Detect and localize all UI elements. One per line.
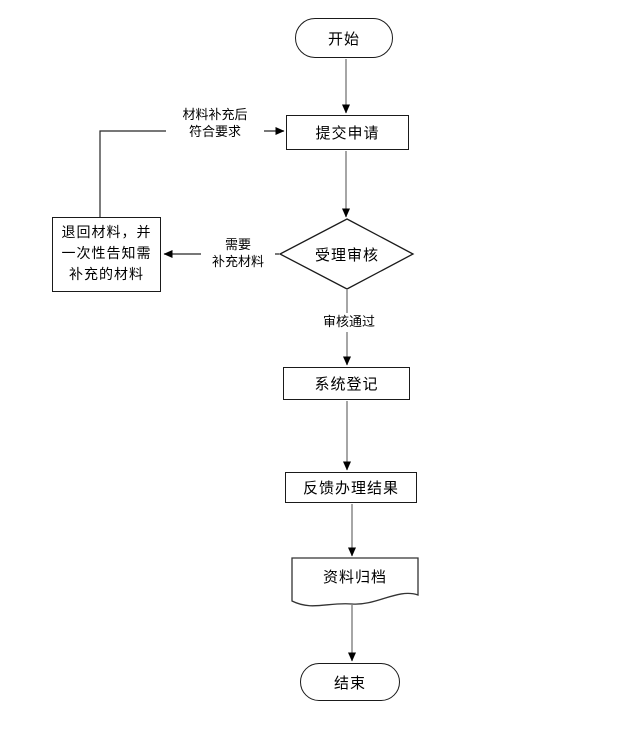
return-materials-line2: 一次性告知需 [61, 246, 152, 262]
edge-label-resubmit: 材料补充后 符合要求 [166, 106, 264, 142]
edge-label-resubmit-line1: 材料补充后 [182, 108, 248, 123]
edge-label-approved: 审核通过 [308, 313, 390, 332]
return-materials-line3: 补充的材料 [69, 267, 144, 283]
connector-return-to-submit [99, 127, 285, 217]
node-return-materials: 退回材料，并 一次性告知需 补充的材料 [52, 217, 161, 292]
node-feedback-result: 反馈办理结果 [285, 472, 417, 503]
node-end: 结束 [300, 663, 400, 701]
edge-label-need-line2: 补充材料 [211, 255, 264, 270]
edge-label-need-line1: 需要 [224, 238, 251, 253]
edge-label-need-supplement: 需要 补充材料 [201, 236, 275, 272]
return-materials-text: 退回材料，并 一次性告知需 补充的材料 [53, 223, 160, 286]
document-shape [291, 557, 419, 607]
node-archive-documents: 资料归档 [322, 567, 387, 586]
node-submit-application: 提交申请 [286, 115, 409, 150]
edge-label-resubmit-line2: 符合要求 [188, 125, 241, 140]
return-materials-line1: 退回材料，并 [61, 225, 152, 241]
node-acceptance-review: 受理审核 [314, 245, 379, 264]
node-start: 开始 [295, 18, 393, 58]
decision-diamond-shape [278, 218, 415, 290]
node-system-registration: 系统登记 [283, 367, 410, 400]
